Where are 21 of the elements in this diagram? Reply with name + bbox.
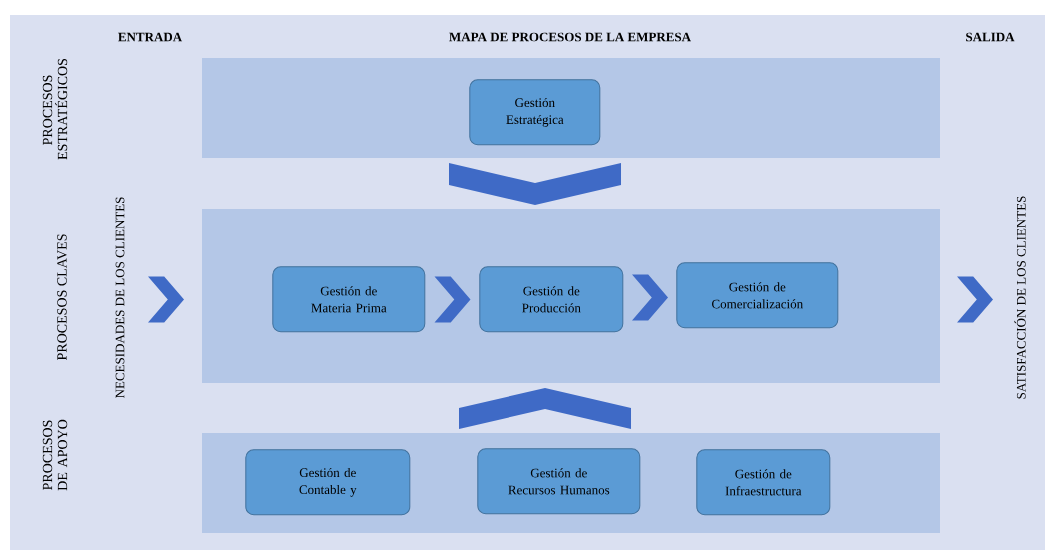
chevron-arrow [632, 274, 668, 321]
title: MAPA DE PROCESOS DE LA EMPRESA [449, 32, 691, 42]
chevron-arrow [459, 388, 631, 429]
section-label: PROCESOS CLAVES [57, 234, 67, 361]
process-box: Gestión Estratégica [469, 79, 601, 146]
chevron-arrow [434, 276, 471, 323]
chevron-arrow [449, 163, 621, 205]
process-box: Gestión de Comercialización [676, 262, 839, 329]
process-box: Gestión de Materia Prima [272, 266, 426, 333]
vertical-text: SATISFACCIÓN DE LOS CLIENTES [1014, 196, 1026, 399]
section-label: SALIDA [966, 32, 1015, 42]
section-label: ENTRADA [118, 32, 183, 42]
process-box: Gestión de Infraestructura [696, 449, 831, 516]
process-box: Gestión de Recursos Humanos [477, 448, 641, 515]
section-label: PROCESOS DE APOYO [42, 419, 68, 491]
section-label: PROCESOS ESTRATÉGICOS [42, 58, 68, 160]
process-box: Gestión de Producción [479, 266, 624, 333]
process-box: Gestión de Contable y [245, 449, 411, 516]
vertical-text: NECESIDADES DE LOS CLIENTES [115, 197, 125, 399]
chevron-arrow [957, 276, 993, 323]
chevron-arrow [148, 276, 184, 323]
